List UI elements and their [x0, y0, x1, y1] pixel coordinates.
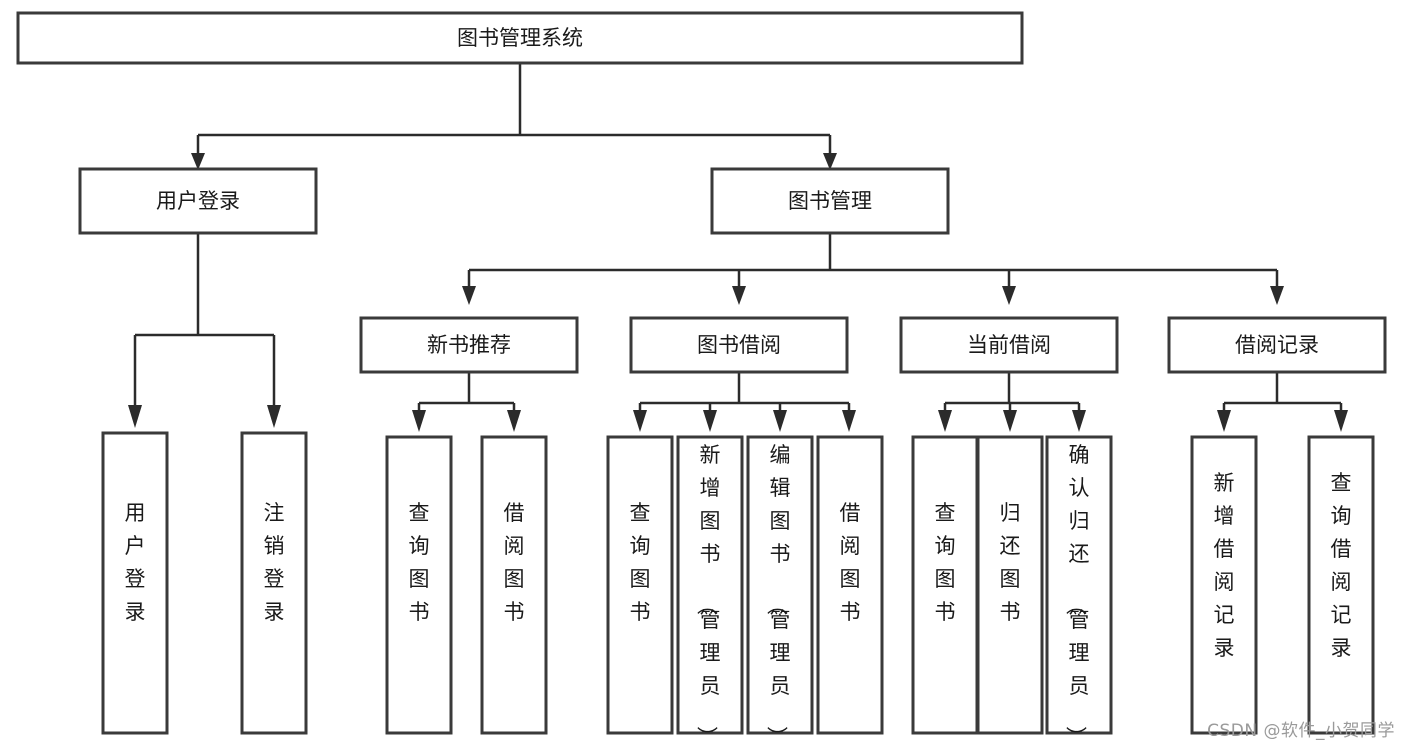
node-leaf-add-record[interactable]: 新增借阅记录	[1190, 435, 1258, 735]
arrow-head-newbook	[462, 286, 476, 305]
node-leaf-query-book-2-box[interactable]	[606, 435, 674, 735]
arrow-head-leaf-borrow-book-1	[507, 410, 521, 432]
arrow-head-leaf-query-book-2	[633, 410, 647, 432]
node-new-book-rec[interactable]: 新书推荐	[359, 316, 579, 374]
arrow-head-borrowrecord	[1270, 286, 1284, 305]
node-book-borrow-box[interactable]	[629, 316, 849, 374]
node-root-label: 图书管理系统	[457, 26, 583, 50]
arrow-head-leaf-borrow-book-2	[842, 410, 856, 432]
node-leaf-borrow-book-1-label: 借阅图书	[504, 501, 525, 624]
arrow-head-leaf-user-logout	[267, 405, 281, 428]
node-leaf-user-login-label: 用户登录	[125, 501, 146, 624]
node-new-book-rec-label: 新书推荐	[427, 333, 511, 357]
arrow-head-leaf-user-login	[128, 405, 142, 428]
node-current-borrow-label: 当前借阅	[967, 333, 1051, 357]
node-leaf-edit-book-box[interactable]	[746, 435, 814, 735]
arrow-head-bookmanage	[823, 153, 837, 170]
node-leaf-borrow-book-2-label: 借阅图书	[840, 501, 861, 624]
arrow-head-currentborrow	[1002, 286, 1016, 305]
arrow-head-userlogin	[191, 153, 205, 170]
node-leaf-borrow-book-1-box[interactable]	[480, 435, 548, 735]
node-current-borrow[interactable]: 当前借阅	[899, 316, 1119, 374]
node-current-borrow-box[interactable]	[899, 316, 1119, 374]
node-leaf-user-logout-box[interactable]	[240, 431, 308, 735]
node-leaf-confirm-return[interactable]: 确认归还（管理员）	[1045, 435, 1113, 747]
arrow-head-bookborrow	[732, 286, 746, 305]
node-book-borrow-label: 图书借阅	[697, 333, 781, 357]
node-leaf-confirm-return-box[interactable]	[1045, 435, 1113, 735]
node-user-login-box[interactable]	[78, 167, 318, 235]
node-book-manage-label: 图书管理	[788, 189, 872, 213]
node-leaf-edit-book[interactable]: 编辑图书（管理员）	[746, 435, 814, 747]
node-leaf-query-book-3[interactable]: 查询图书	[911, 435, 979, 735]
arrow-head-leaf-query-record	[1334, 410, 1348, 432]
node-leaf-query-book-1-label: 查询图书	[409, 501, 430, 624]
node-leaf-query-book-1-box[interactable]	[385, 435, 453, 735]
node-leaf-user-login-box[interactable]	[101, 431, 169, 735]
node-root-box[interactable]	[16, 11, 1024, 65]
node-leaf-return-book[interactable]: 归还图书	[976, 435, 1044, 735]
node-book-manage[interactable]: 图书管理	[710, 167, 950, 235]
node-leaf-borrow-book-2-box[interactable]	[816, 435, 884, 735]
node-leaf-borrow-book-1[interactable]: 借阅图书	[480, 435, 548, 735]
node-leaf-user-logout-label: 注销登录	[264, 501, 285, 624]
node-root[interactable]: 图书管理系统	[16, 11, 1024, 65]
node-leaf-return-book-box[interactable]	[976, 435, 1044, 735]
node-leaf-return-book-label: 归还图书	[1000, 501, 1021, 624]
connector-layer	[128, 63, 1348, 432]
node-leaf-query-record[interactable]: 查询借阅记录	[1307, 435, 1375, 735]
node-new-book-rec-box[interactable]	[359, 316, 579, 374]
arrow-head-leaf-add-record	[1217, 410, 1231, 432]
node-leaf-add-record-label: 新增借阅记录	[1214, 471, 1235, 660]
node-leaf-add-book-box[interactable]	[676, 435, 744, 735]
node-book-borrow[interactable]: 图书借阅	[629, 316, 849, 374]
arrow-head-leaf-query-book-3	[938, 410, 952, 432]
node-leaf-query-book-3-label: 查询图书	[935, 501, 956, 624]
node-leaf-confirm-return-label: 确认归还（管理员）	[1064, 443, 1090, 747]
node-leaf-query-record-label: 查询借阅记录	[1331, 471, 1352, 660]
arrow-head-leaf-return-book	[1003, 410, 1017, 432]
arrow-head-leaf-edit-book	[773, 410, 787, 432]
node-leaf-query-book-1[interactable]: 查询图书	[385, 435, 453, 735]
node-borrow-record-label: 借阅记录	[1235, 333, 1319, 357]
node-leaf-user-login[interactable]: 用户登录	[101, 431, 169, 735]
node-leaf-query-record-box[interactable]	[1307, 435, 1375, 735]
node-leaf-add-book-label: 新增图书（管理员）	[695, 443, 721, 747]
node-book-manage-box[interactable]	[710, 167, 950, 235]
arrow-head-leaf-add-book	[703, 410, 717, 432]
node-leaf-edit-book-label: 编辑图书（管理员）	[765, 443, 791, 747]
arrow-head-leaf-query-book-1	[412, 410, 426, 432]
node-leaf-query-book-2[interactable]: 查询图书	[606, 435, 674, 735]
node-user-login-label: 用户登录	[156, 189, 240, 213]
arrow-head-leaf-confirm-return	[1072, 410, 1086, 432]
node-leaf-borrow-book-2[interactable]: 借阅图书	[816, 435, 884, 735]
node-leaf-user-logout[interactable]: 注销登录	[240, 431, 308, 735]
node-leaf-query-book-2-label: 查询图书	[630, 501, 651, 624]
node-borrow-record[interactable]: 借阅记录	[1167, 316, 1387, 374]
node-leaf-query-book-3-box[interactable]	[911, 435, 979, 735]
node-borrow-record-box[interactable]	[1167, 316, 1387, 374]
node-user-login[interactable]: 用户登录	[78, 167, 318, 235]
node-leaf-add-record-box[interactable]	[1190, 435, 1258, 735]
node-leaf-add-book[interactable]: 新增图书（管理员）	[676, 435, 744, 747]
csdn-watermark: CSDN @软件_小贺同学	[1207, 721, 1395, 741]
